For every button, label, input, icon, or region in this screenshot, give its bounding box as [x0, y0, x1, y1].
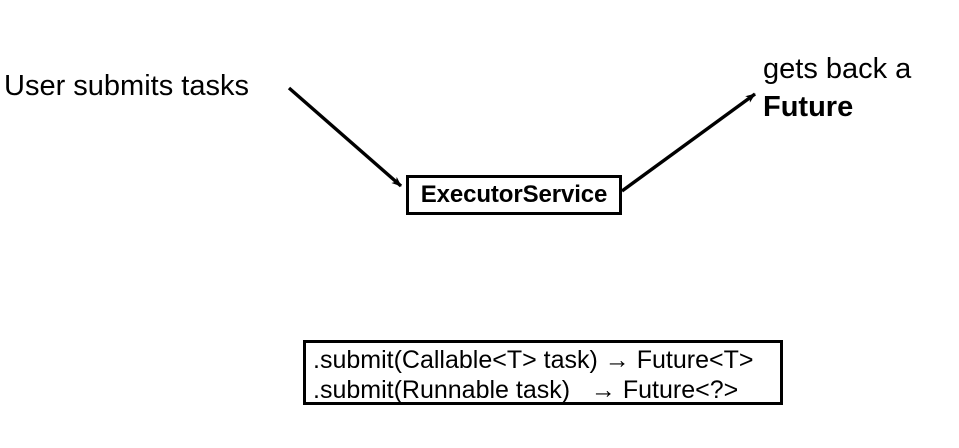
gets-back-line2-future: Future: [763, 91, 854, 123]
executor-service-node: ExecutorService: [406, 175, 622, 215]
arrow-user-to-executor: [287, 86, 403, 188]
label-gets-back-future: gets back a Future: [763, 55, 911, 122]
signature-line-runnable: .submit(Runnable task) → Future<?>: [313, 376, 739, 404]
arrow-executor-to-future: [620, 92, 757, 193]
executor-service-label: ExecutorService: [420, 181, 608, 208]
label-user-submits-tasks: User submits tasks: [4, 70, 249, 102]
method-signature-box: .submit(Callable<T> task) → Future<T> .s…: [303, 340, 783, 405]
gets-back-line1: gets back a: [763, 53, 912, 85]
signature-line-callable: .submit(Callable<T> task) → Future<T>: [313, 346, 754, 374]
